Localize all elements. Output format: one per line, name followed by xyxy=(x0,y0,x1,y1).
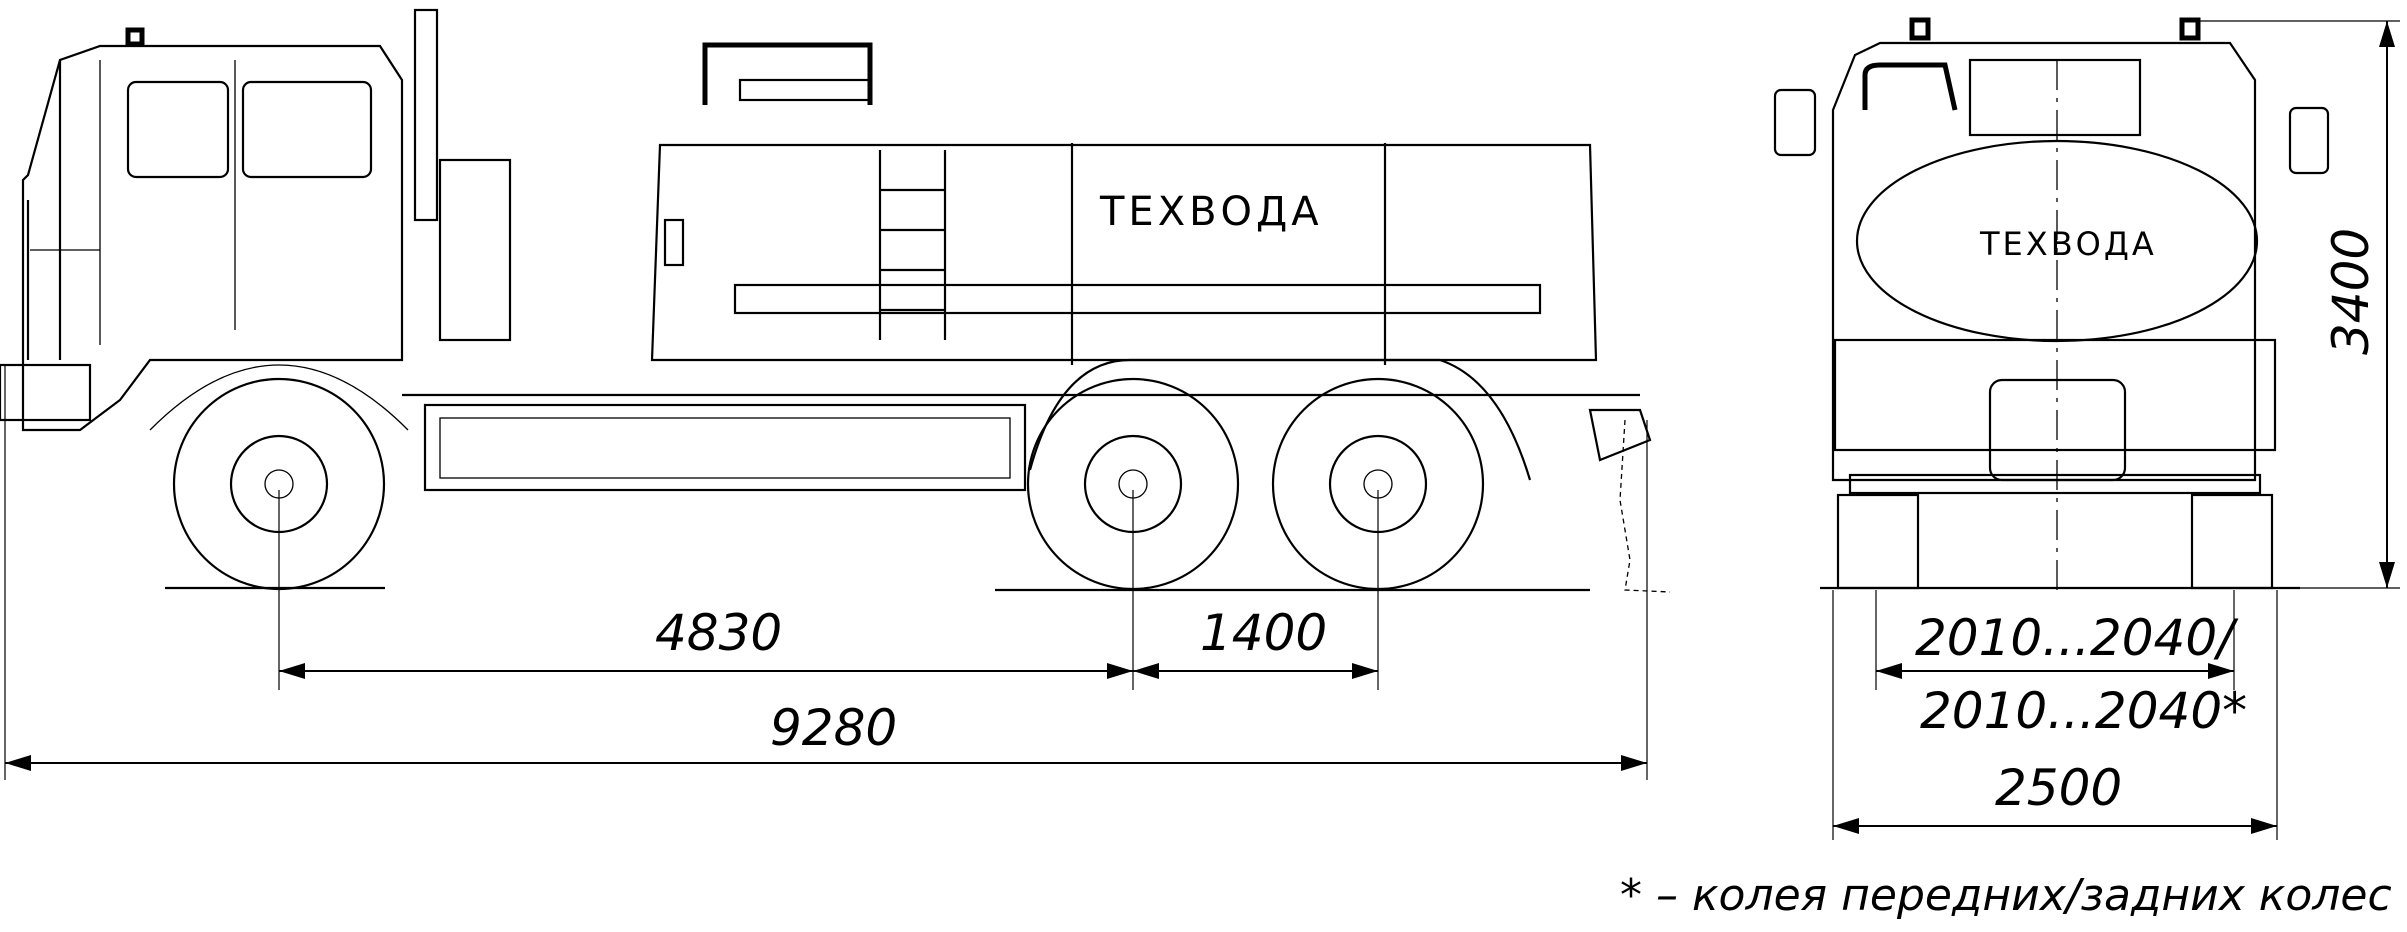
tank-label-side: ТЕХВОДА xyxy=(1099,189,1323,235)
dim-overall-length: 9280 xyxy=(770,699,897,757)
beacon-left-icon xyxy=(1909,17,1931,41)
mirror-right xyxy=(2288,106,2330,175)
cab xyxy=(21,44,404,432)
tank-side: ТЕХВОДА xyxy=(650,42,1598,365)
side-dimensions: 4830 1400 9280 xyxy=(4,365,1648,780)
cab-window-door xyxy=(126,80,230,179)
front-dimensions: 2010...2040/ 2010...2040* 2500 3400 xyxy=(1832,20,2400,840)
dim-rear-axle-spacing: 1400 xyxy=(1200,604,1327,662)
dim-track-rear: 2010...2040* xyxy=(1920,682,2247,740)
footnote: * – колея передних/задних колес xyxy=(1620,870,2392,921)
front-wheel-right xyxy=(2190,493,2274,590)
dim-wheelbase: 4830 xyxy=(655,604,782,662)
side-view: ТЕХВОДА xyxy=(0,8,1671,593)
beacon-right-icon xyxy=(2179,17,2201,41)
exhaust-pipe xyxy=(413,8,439,222)
front-wheel-left xyxy=(1836,493,1920,590)
frame xyxy=(423,403,1027,492)
front-view: ТЕХВОДА xyxy=(1773,17,2330,590)
dim-track-front: 2010...2040/ xyxy=(1915,609,2239,667)
beacon-icon xyxy=(125,27,145,47)
dim-overall-width: 2500 xyxy=(1995,759,2122,817)
cab-window-rear xyxy=(241,80,373,179)
dim-overall-height: 3400 xyxy=(2322,228,2380,355)
mirror-left xyxy=(1773,88,1817,157)
tank-label-front: ТЕХВОДА xyxy=(1979,225,2157,263)
tow-chain xyxy=(1619,419,1671,593)
